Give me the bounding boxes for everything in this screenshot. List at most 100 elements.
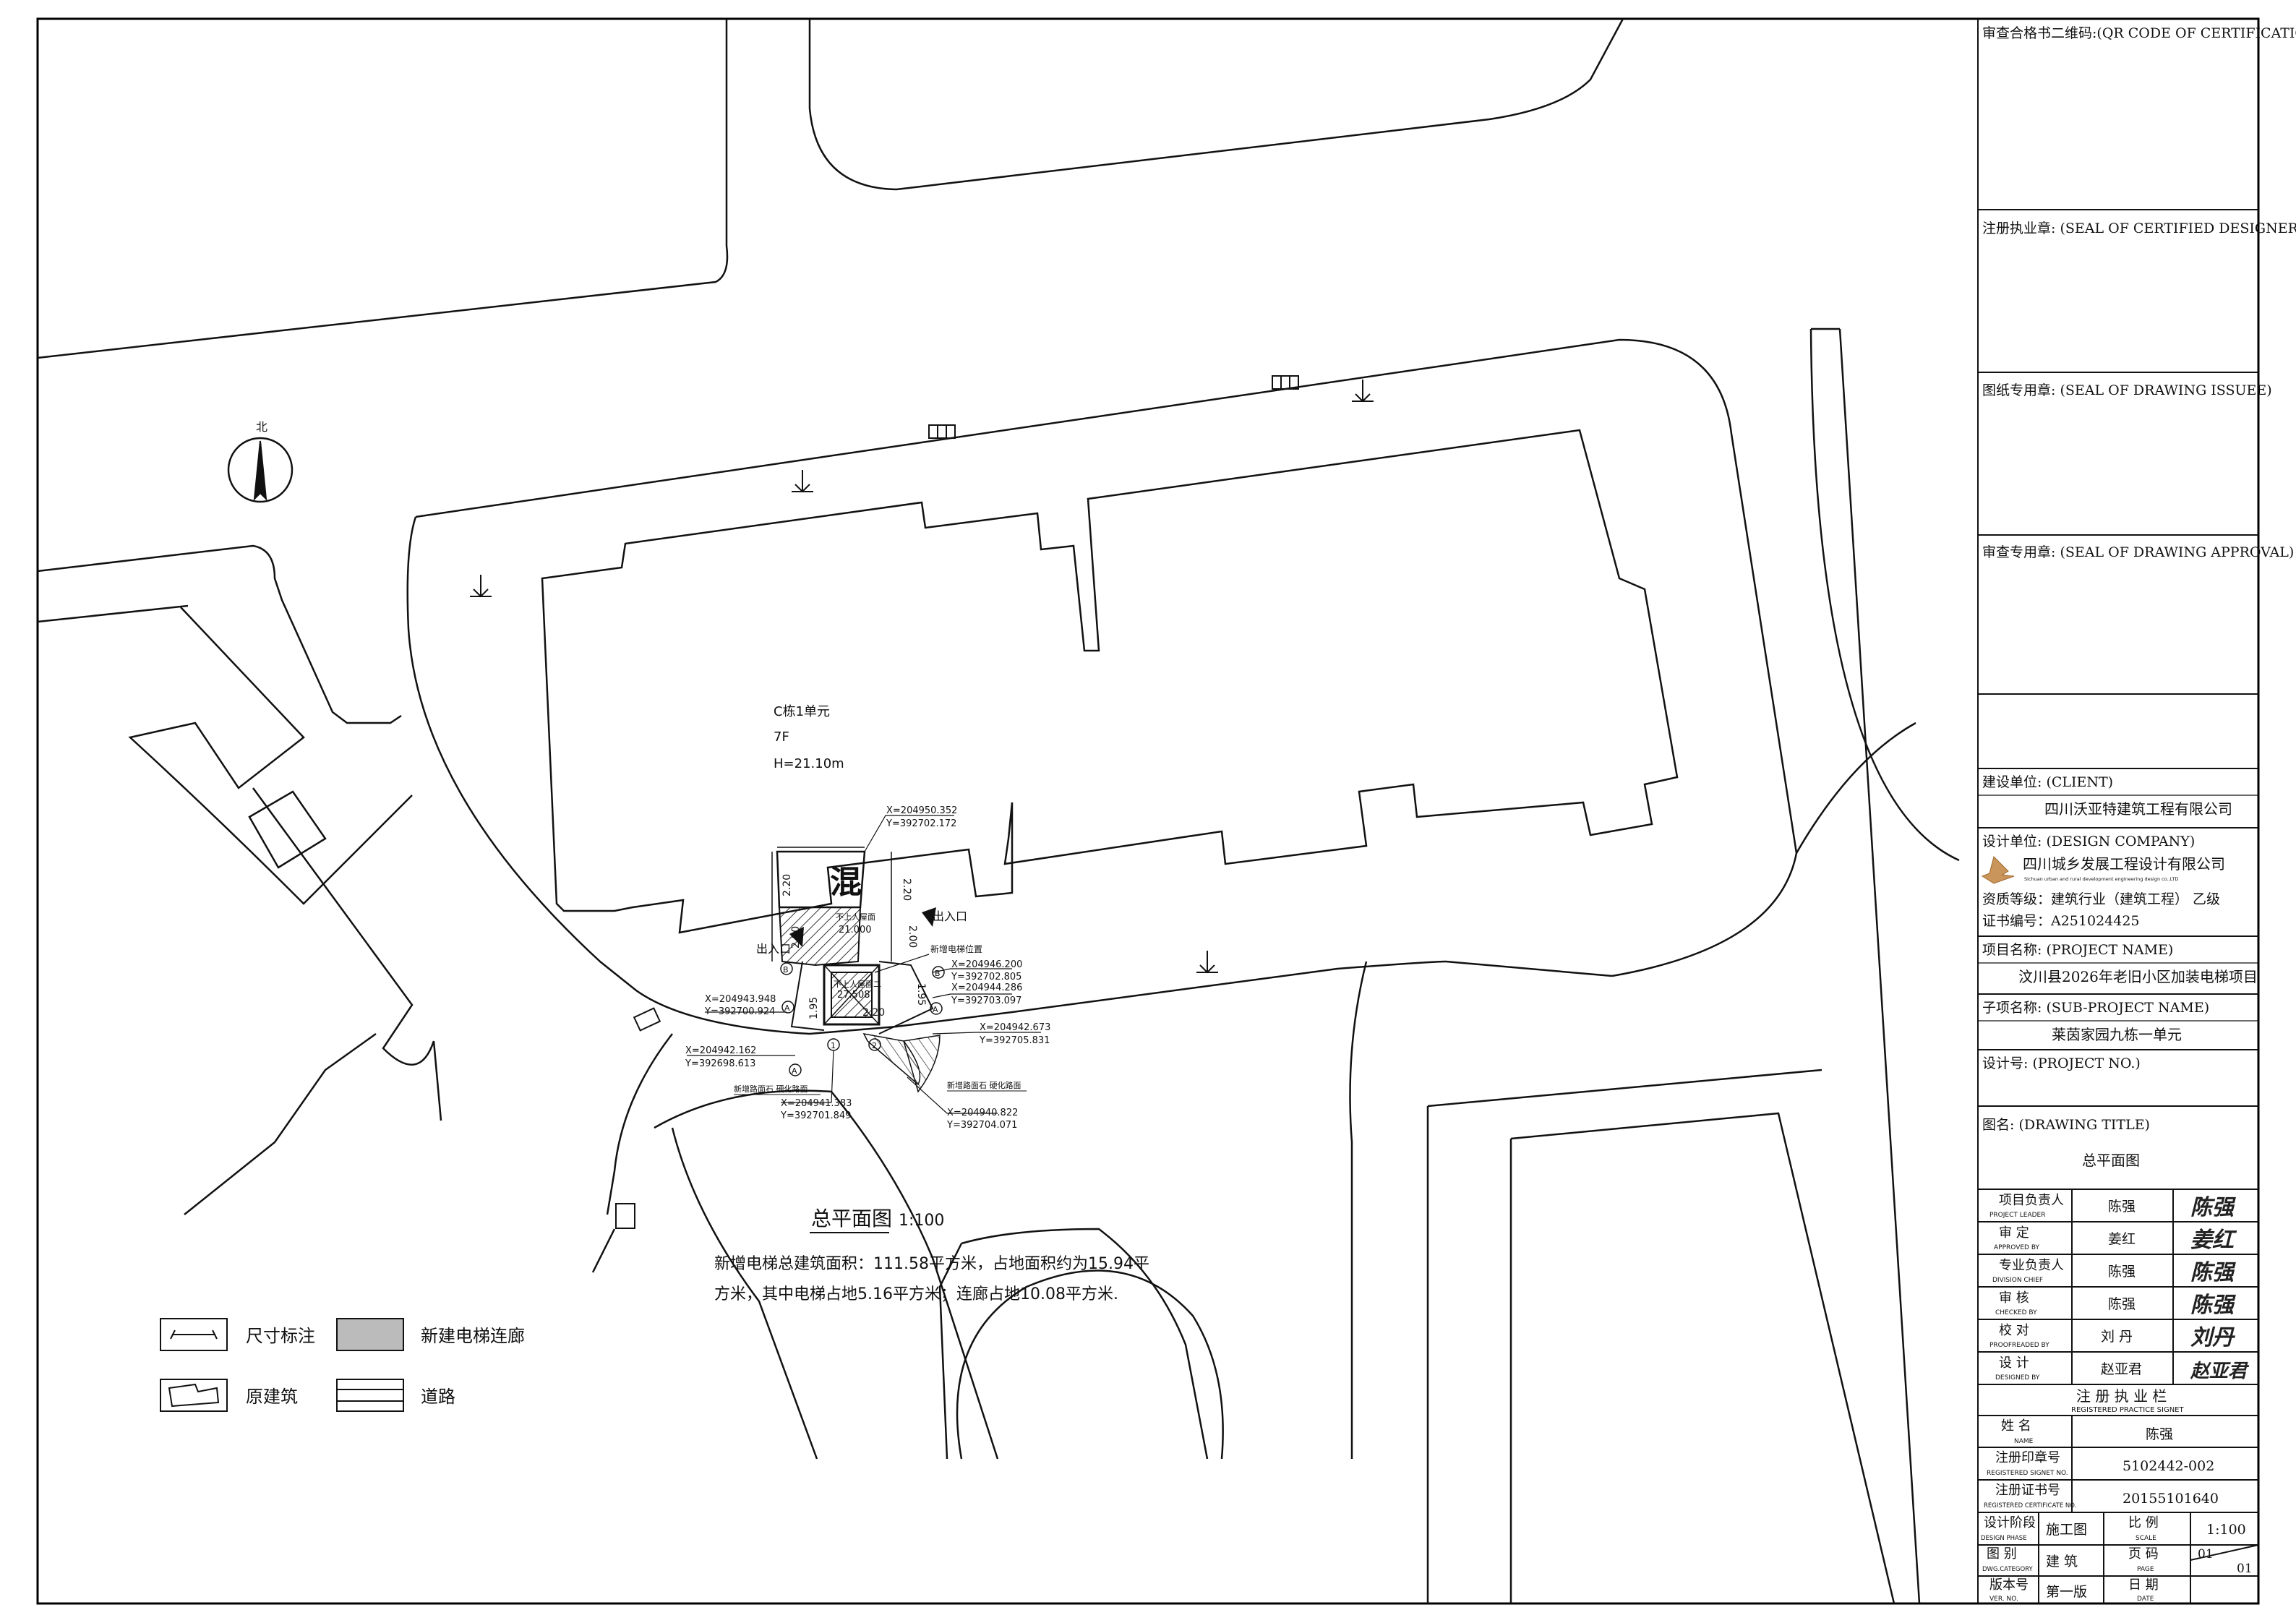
company-logo-icon [1981,856,2015,884]
coord-8-x: X=204940.822 [947,1108,1018,1118]
coord-6-y: Y=392698.613 [685,1058,755,1069]
leader-line [874,954,930,973]
coordinate-leaders [687,815,1041,1114]
sub-project-label: 子项名称: (SUB-PROJECT NAME) [1982,1000,2209,1016]
area-note-line-1: 新增电梯总建筑面积：111.58平方米，占地面积约为15.94平 [714,1255,1149,1273]
phase-label-en: DESIGN PHASE [1981,1535,2027,1542]
category-label: 图 别 [1987,1546,2017,1562]
coord-4-x: X=204943.948 [705,994,776,1005]
dim-5: 1.95 [808,997,820,1019]
staff-name-3: 陈强 [2108,1264,2136,1280]
category-value: 建 筑 [2046,1554,2078,1570]
seal-approval-label: 审查专用章: (SEAL OF DRAWING APPROVAL) [1982,544,2294,560]
reg-cert-label-en: REGISTERED CERTIFICATE NO. [1984,1502,2076,1509]
coord-1-x: X=204950.352 [886,805,957,816]
outer-border [36,17,2260,1605]
dim-6: 1.95 [915,983,927,1006]
staff-role-en-3: DIVISION CHIEF [1992,1277,2043,1284]
elevator-corridor [776,850,941,1093]
design-company-value: 四川城乡发展工程设计有限公司 [2023,855,2225,873]
coord-6-x: X=204942.162 [685,1045,756,1056]
dimension-icon [160,1318,228,1351]
tree-markers [470,380,1374,974]
axis-1: 1 [831,1041,836,1050]
legend-label-road: 道路 [421,1387,455,1407]
cert-number: 证书编号：A251024425 [1982,913,2140,929]
site-symbols [615,375,1299,1229]
coord-4-y: Y=392700.924 [704,1006,775,1017]
entrance-label-2: 出入口 [933,909,967,923]
dim-1: 2.20 [781,874,793,896]
staff-role-4: 审 核 [1999,1290,2029,1306]
staff-signature-4: 陈强 [2190,1293,2236,1318]
roof-value-2: 27.508 [837,990,870,1001]
seal-designer-label: 注册执业章: (SEAL OF CERTIFIED DESIGNER) [1982,220,2296,236]
axis-b-1: B [783,965,789,975]
building-name: C栋1单元 [774,704,830,719]
client-label: 建设单位: (CLIENT) [1982,774,2113,790]
scale-label: 比 例 [2128,1515,2159,1530]
page-value: 01 [2198,1547,2214,1562]
staff-signature-5: 刘丹 [2190,1325,2236,1350]
page-label: 页 码 [2128,1546,2159,1562]
registration-title-en: REGISTERED PRACTICE SIGNET [2071,1406,2184,1414]
date-label: 日 期 [2128,1577,2159,1593]
date-label-en: DATE [2137,1596,2154,1603]
plan-scale: 1:100 [899,1212,944,1230]
coord-8-y: Y=392704.071 [946,1120,1017,1131]
legend-label-dimension: 尺寸标注 [246,1326,315,1346]
axis-a-1: A [784,1003,790,1013]
drawing-title-value: 总平面图 [2082,1152,2140,1169]
staff-row-6: 设 计 DESIGNED BY 赵亚君 赵亚君 [1995,1356,2250,1382]
north-label: 北 [256,420,267,434]
project-label: 项目名称: (PROJECT NAME) [1982,942,2173,958]
client-value: 四川沃亚特建筑工程有限公司 [2044,800,2232,818]
building-floors: 7F [774,729,789,745]
staff-role-3: 专业负责人 [1999,1258,2064,1273]
staff-name-5: 刘 丹 [2101,1329,2133,1345]
signet-label-en: REGISTERED SIGNET NO. [1987,1470,2068,1477]
phase-value: 施工图 [2046,1522,2087,1538]
north-arrow-icon [253,440,267,501]
paving-label-2: 新增路面石 硬化路面 [947,1080,1021,1090]
page-label-en: PAGE [2137,1566,2154,1573]
name-value: 陈强 [2146,1426,2173,1442]
staff-role-en-6: DESIGNED BY [1995,1374,2040,1382]
staff-role-2: 审 定 [1999,1225,2029,1241]
seal-issuee-label: 图纸专用章: (SEAL OF DRAWING ISSUEE) [1982,382,2272,398]
roof-label-2: 不上人屋面二 [834,980,881,989]
design-company-value-en: Sichuan urban and rural development engi… [2024,876,2178,882]
dimension-labels [771,847,892,962]
paving-label-1: 新增路面石 硬化路面 [734,1084,808,1094]
elevator-position-label: 新增电梯位置 [930,943,982,954]
staff-name-2: 姜红 [2108,1231,2136,1247]
building-outline [541,429,1679,934]
coord-5-y: Y=392705.831 [979,1035,1050,1046]
coord-3-x: X=204944.286 [951,982,1022,993]
staff-role-en-5: PROOFREADED BY [1989,1342,2049,1349]
axis-a-2: A [933,1005,938,1014]
staff-name-4: 陈强 [2108,1296,2136,1312]
building-outline-icon [160,1379,228,1412]
category-label-en: DWG.CATEGORY [1982,1566,2034,1573]
staff-signature-1: 陈强 [2190,1195,2236,1220]
project-value: 汶川县2026年老旧小区加装电梯项目 [2018,968,2258,985]
road-icon [336,1379,404,1412]
page-total: 01 [2237,1562,2253,1576]
coord-2-y: Y=392702.805 [951,972,1021,982]
signet-label: 注册印章号 [1995,1450,2060,1465]
scale-value: 1:100 [2206,1522,2246,1538]
signet-value: 5102442-002 [2122,1458,2214,1474]
qualification: 资质等级：建筑行业（建筑工程） 乙级 [1982,891,2220,907]
coord-5-x: X=204942.673 [980,1022,1050,1033]
staff-role-6: 设 计 [1999,1356,2029,1371]
phase-label: 设计阶段 [1984,1515,2036,1530]
coord-7-x: X=204941.383 [781,1098,852,1109]
staff-signature-6: 赵亚君 [2190,1361,2250,1382]
staff-role-en-4: CHECKED BY [1995,1309,2037,1316]
legend [160,1318,404,1412]
staff-row-4: 审 核 CHECKED BY 陈强 陈强 [1995,1290,2236,1318]
scale-label-en: SCALE [2136,1535,2156,1542]
area-note-line-2: 方米，其中电梯占地5.16平方米；连廊占地10.08平方米. [714,1285,1118,1303]
name-label-en: NAME [2014,1438,2034,1445]
